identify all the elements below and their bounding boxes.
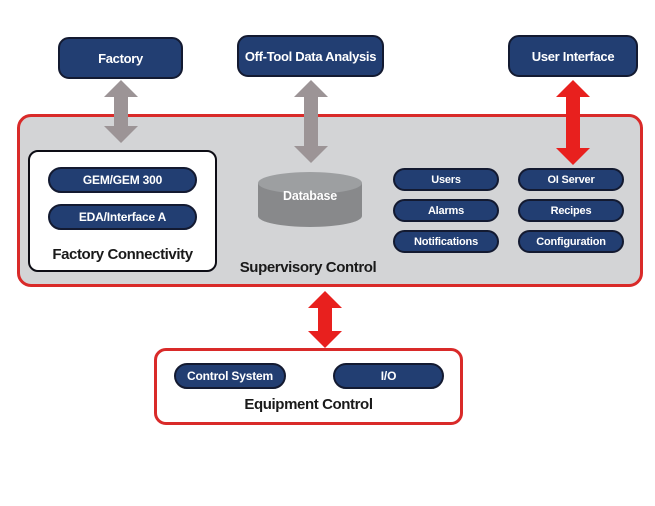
node-off-tool-data-analysis: Off-Tool Data Analysis [237, 35, 384, 77]
equipment-control-label: Equipment Control [244, 396, 373, 413]
pill-configuration: Configuration [518, 230, 624, 253]
database-cylinder-icon [258, 172, 362, 227]
arrow-factory-supervisory-icon [104, 80, 138, 143]
pill-users: Users [393, 168, 499, 191]
arrow-userinterface-supervisory-icon [556, 80, 590, 165]
database-label: Database [283, 189, 337, 203]
pill-io: I/O [333, 363, 444, 389]
pill-oi-server: OI Server [518, 168, 624, 191]
pill-control-system: Control System [174, 363, 286, 389]
pill-recipes: Recipes [518, 199, 624, 222]
node-user-interface: User Interface [508, 35, 638, 77]
pill-alarms: Alarms [393, 199, 499, 222]
pill-gem-gem300: GEM/GEM 300 [48, 167, 197, 193]
supervisory-control-label: Supervisory Control [239, 259, 377, 276]
arrow-supervisory-equipment-icon [308, 291, 342, 348]
node-factory: Factory [58, 37, 183, 79]
arrow-offtool-supervisory-icon [294, 80, 328, 163]
factory-connectivity-label: Factory Connectivity [52, 246, 193, 263]
pill-notifications: Notifications [393, 230, 499, 253]
pill-eda-interface-a: EDA/Interface A [48, 204, 197, 230]
